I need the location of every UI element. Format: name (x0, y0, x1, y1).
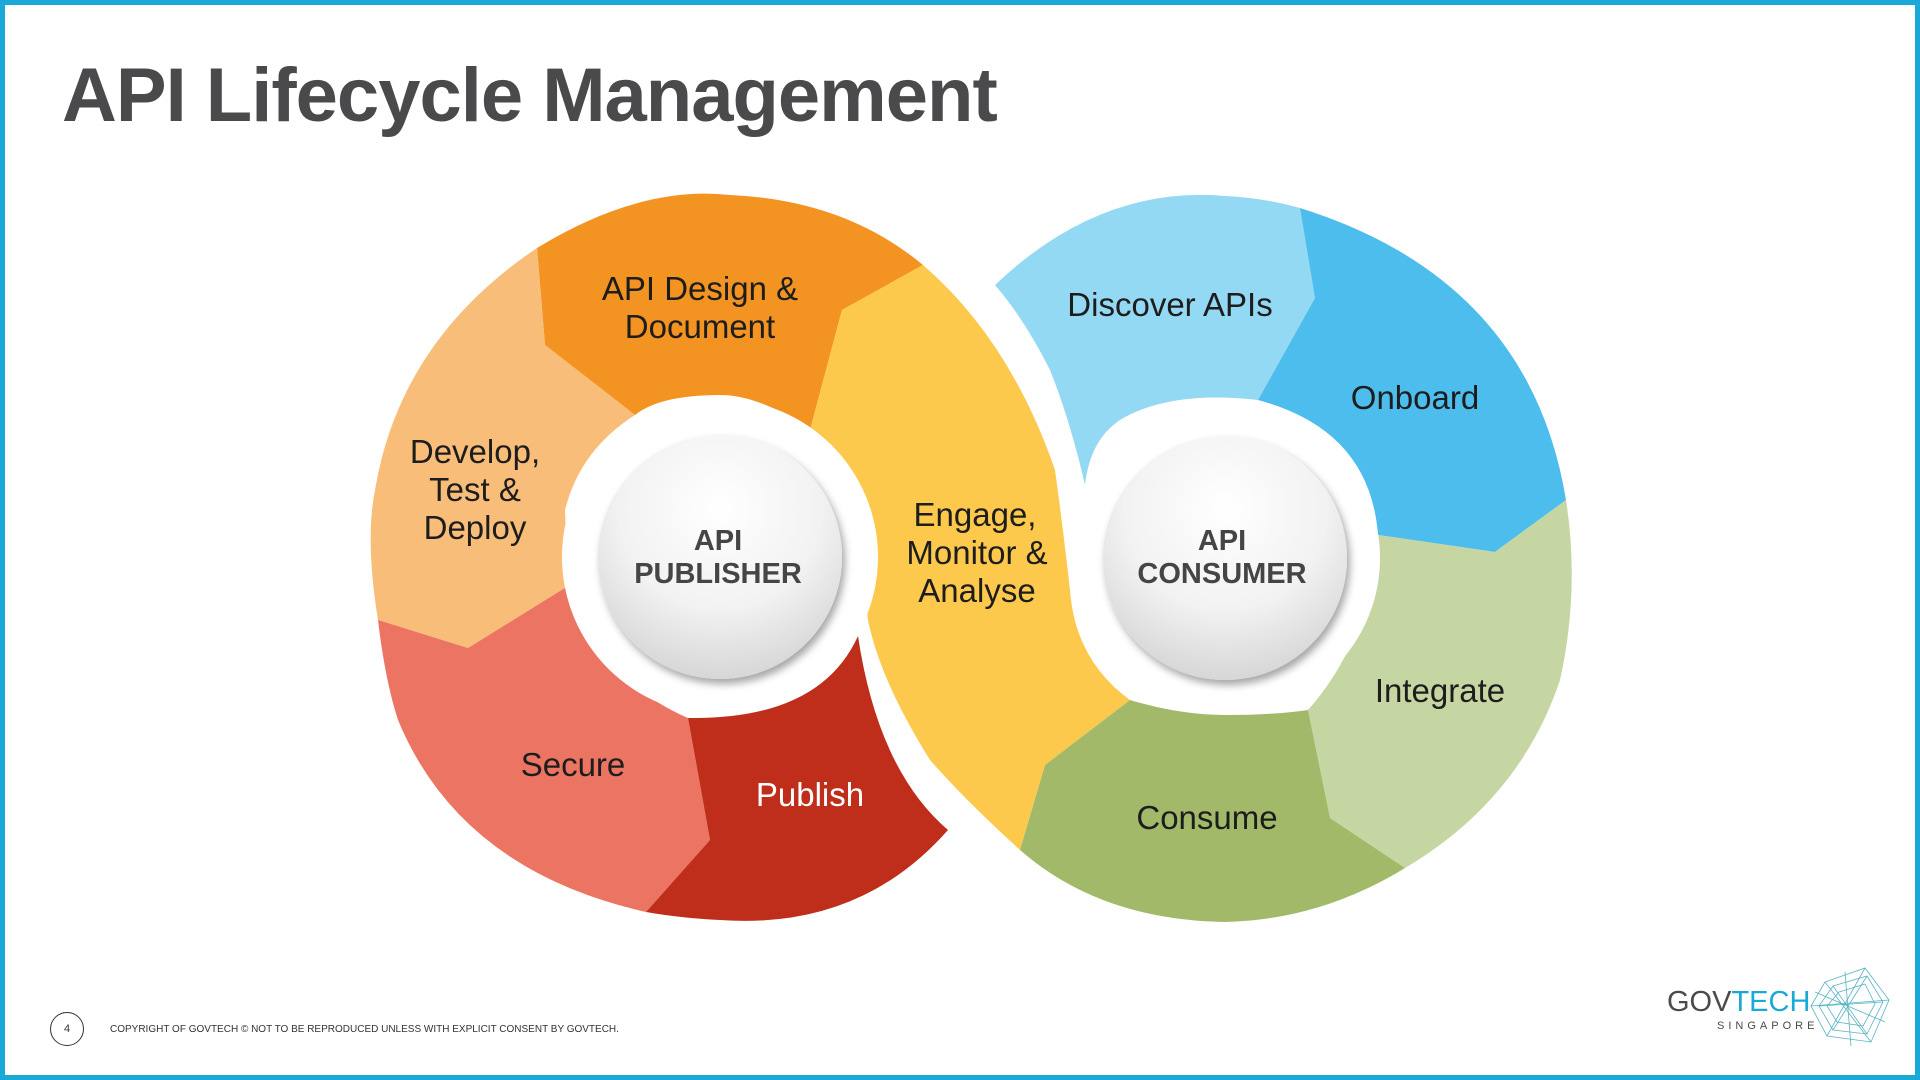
logo-wordmark: GOVTECH (1667, 986, 1810, 1019)
label-secure: Secure (521, 746, 626, 783)
publisher-hub-label-1: API (694, 525, 742, 557)
label-integrate: Integrate (1375, 672, 1505, 709)
govtech-logo: GOVTECH SINGAPORE (1665, 960, 1895, 1060)
consumer-hub-label-2: CONSUMER (1137, 558, 1306, 590)
segment-design (537, 193, 923, 430)
label-develop-2: Test & (429, 471, 521, 508)
logo-subtitle: SINGAPORE (1717, 1020, 1819, 1032)
logo-word-tech: TECH (1731, 986, 1811, 1018)
label-discover: Discover APIs (1067, 286, 1272, 323)
label-onboard: Onboard (1351, 379, 1479, 416)
copyright-notice: COPYRIGHT OF GOVTECH © NOT TO BE REPRODU… (110, 1024, 619, 1035)
segment-engage (810, 265, 1130, 850)
segment-onboard (1258, 208, 1566, 552)
slide-title: API Lifecycle Management (62, 53, 998, 138)
consumer-hub-label-1: API (1198, 525, 1246, 557)
logo-word-gov: GOV (1667, 986, 1732, 1018)
label-develop-1: Develop, (410, 433, 540, 470)
segment-consume (1020, 700, 1405, 922)
segment-publish (646, 636, 948, 921)
publisher-hub (598, 435, 842, 679)
logo-mesh-icon (1810, 967, 1890, 1047)
label-design-2: Document (625, 308, 775, 345)
label-publish: Publish (756, 776, 864, 813)
label-engage-1: Engage, (914, 496, 1037, 533)
segment-secure (378, 586, 710, 912)
consumer-hub (1103, 436, 1347, 680)
label-develop-3: Deploy (424, 509, 527, 546)
page-number: 4 (50, 1012, 84, 1046)
segment-discover (995, 194, 1315, 485)
segment-develop (370, 248, 635, 648)
publisher-hub-label-2: PUBLISHER (634, 558, 802, 590)
label-design-1: API Design & (602, 270, 798, 307)
label-engage-3: Analyse (918, 572, 1035, 609)
label-engage-2: Monitor & (906, 534, 1047, 571)
label-consume: Consume (1136, 799, 1277, 836)
